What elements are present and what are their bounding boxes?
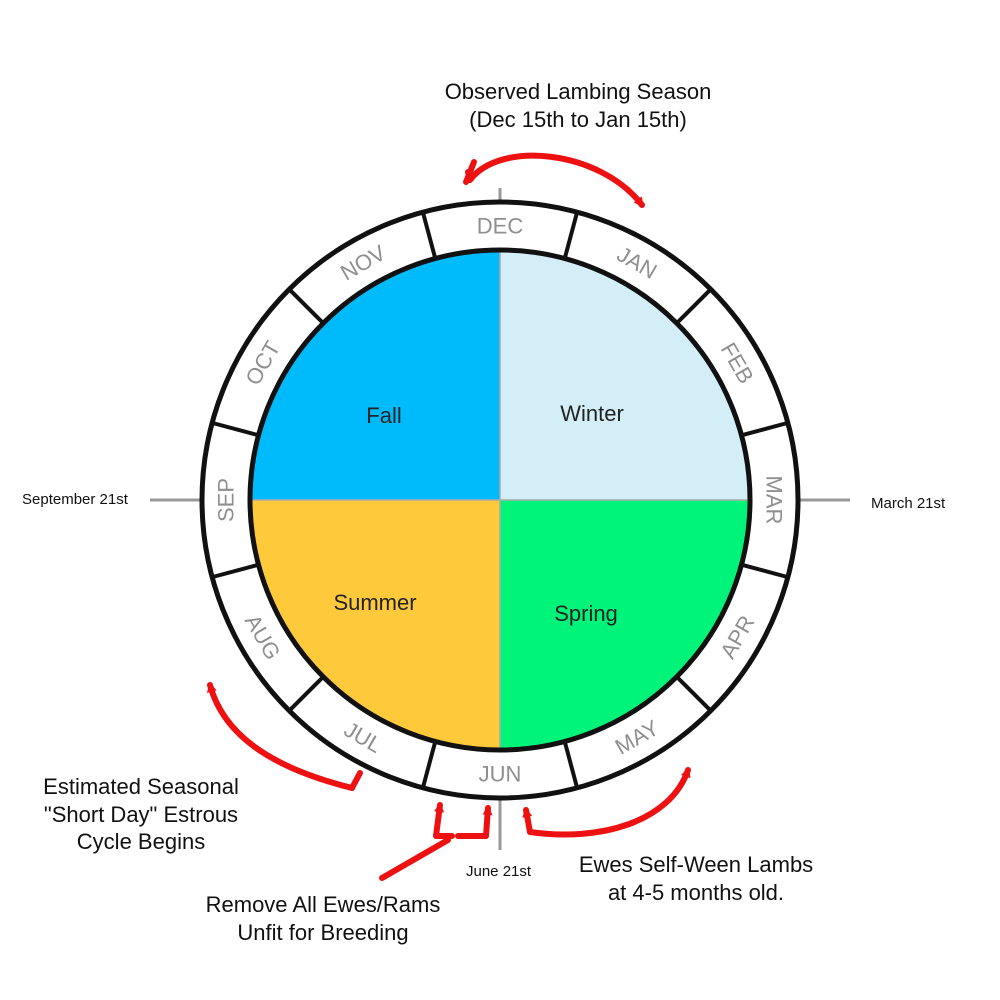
inner-circle (247, 247, 753, 753)
axis-label-left: September 21st (22, 491, 129, 508)
month-label-dec: DEC (477, 214, 524, 239)
season-label-summer: Summer (333, 590, 416, 615)
remove-arrow-line (379, 837, 451, 881)
season-winter (500, 250, 750, 500)
month-divider (562, 211, 580, 260)
lambing-line-1: Observed Lambing Season (445, 79, 712, 104)
month-label-mar: MAR (762, 476, 787, 525)
wean-line-1: Ewes Self-Ween Lambs (579, 852, 813, 877)
month-divider (675, 287, 713, 325)
lambing-arrow-tail (463, 159, 477, 185)
estrous-arrow-tail (349, 770, 363, 791)
season-label-winter: Winter (560, 401, 624, 426)
wean-line-2: at 4-5 months old. (608, 880, 784, 905)
month-label-sep: SEP (214, 478, 239, 522)
estrous-arrow (207, 682, 355, 791)
estrous-line-3: Cycle Begins (77, 829, 205, 854)
month-divider (287, 675, 325, 713)
red-arrows (207, 152, 691, 881)
month-divider (211, 420, 260, 438)
month-divider (740, 562, 789, 580)
wean-arrow (527, 767, 691, 838)
remove-arrow-right (455, 805, 493, 839)
season-label-spring: Spring (554, 601, 618, 626)
remove-arrow-left (433, 802, 455, 839)
month-divider (740, 420, 789, 438)
estrous-line-1: Estimated Seasonal (43, 774, 239, 799)
month-divider (287, 287, 325, 325)
month-divider (675, 675, 713, 713)
remove-line-2: Unfit for Breeding (237, 920, 408, 945)
lambing-arrow (467, 152, 645, 208)
season-label-fall: Fall (366, 403, 401, 428)
remove-line-1: Remove All Ewes/Rams (206, 892, 441, 917)
month-dividers (211, 211, 789, 789)
axis-label-bottom: June 21st (466, 863, 532, 880)
estrous-line-2: "Short Day" Estrous (44, 802, 238, 827)
month-label-jun: JUN (479, 762, 522, 787)
season-spring (500, 500, 750, 750)
lambing-line-2: (Dec 15th to Jan 15th) (469, 107, 687, 132)
season-summer (250, 500, 500, 750)
month-divider (420, 211, 438, 260)
axis-label-right: March 21st (871, 495, 946, 512)
wean-arrow-tail (522, 807, 533, 835)
month-divider (562, 740, 580, 789)
month-divider (211, 562, 260, 580)
season-fall (250, 250, 500, 500)
month-divider (420, 740, 438, 789)
